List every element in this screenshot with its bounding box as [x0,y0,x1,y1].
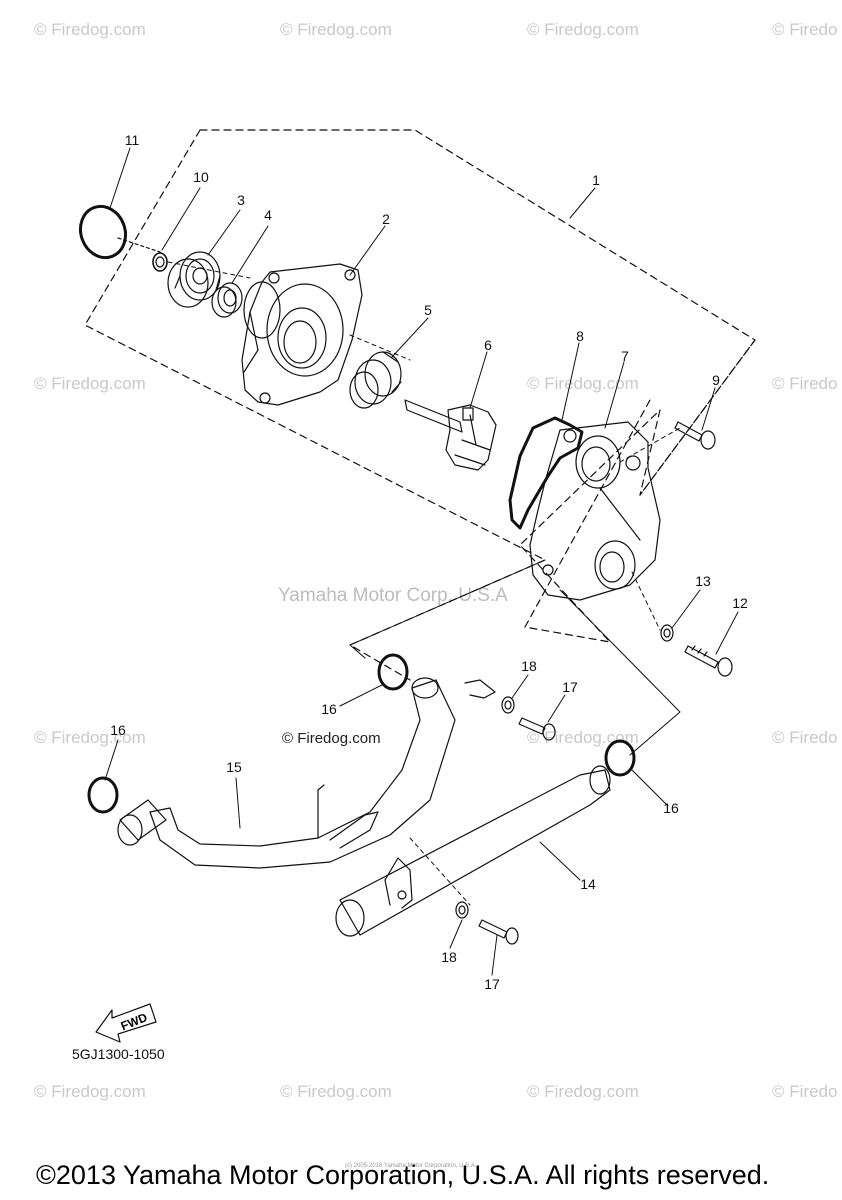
watermark: © Firedo [772,20,838,39]
long-bolt [684,645,733,677]
fwd-arrow-icon [95,1003,157,1043]
callout-8: 8 [576,328,584,344]
callout-11: 11 [124,132,140,148]
watermark: © Firedog.com [34,1082,146,1101]
watermark: © Firedog.com [34,374,146,393]
callout-17: 17 [562,679,578,695]
cover-bolt [674,421,716,450]
assembly-boundary [639,339,756,496]
callout-1: 1 [592,172,600,188]
part-code: 5GJ1300-1050 [72,1046,165,1062]
callout-16: 16 [321,701,337,717]
watermark: © Firedo [772,1082,838,1101]
assembly-boundary [199,129,756,643]
firedog-label: © Firedog.com [282,730,381,747]
callout-6: 6 [484,337,492,353]
watermark: © Firedog.com [34,728,146,747]
callout-3: 3 [237,192,245,208]
callout-14: 14 [580,876,596,892]
water-pipe-upper [117,677,496,869]
callout-9: 9 [712,372,720,388]
fine-print: (c) 2005-2016 Yamaha Motor Corporation, … [345,1163,477,1169]
o-ring [78,204,128,260]
watermark: © Firedog.com [527,20,639,39]
assembly-boundary [84,129,546,681]
callout-4: 4 [264,207,272,223]
callout-16: 16 [110,722,126,738]
bearing [167,251,221,308]
callout-2: 2 [382,211,390,227]
watermark: © Firedog.com [527,1082,639,1101]
callout-12: 12 [732,595,748,611]
callout-18: 18 [521,658,537,674]
bolt [478,919,519,945]
callout-15: 15 [226,759,242,775]
bolt [518,717,556,741]
copyright-notice: ©2013 Yamaha Motor Corporation, U.S.A. A… [36,1160,770,1190]
o-ring [377,653,409,691]
washer [455,901,469,919]
watermark: © Firedo [772,728,838,747]
callout-18: 18 [441,949,457,965]
gasket [508,416,584,530]
callout-7: 7 [621,348,629,364]
washer [501,696,515,714]
callout-17: 17 [484,976,500,992]
watermark: © Firedog.com [34,20,146,39]
watermark: © Firedo [772,374,838,393]
watermark: © Firedog.com [280,1082,392,1101]
oil-seal [211,282,243,318]
o-ring [604,739,636,777]
circlip [152,252,168,272]
o-ring [87,776,119,814]
water-pipe-lower [335,765,611,937]
callout-16: 16 [663,800,679,816]
watermark: © Firedog.com [527,374,639,393]
callout-10: 10 [193,169,209,185]
pump-housing [241,263,363,406]
callout-5: 5 [424,302,432,318]
mechanical-seal [349,351,402,409]
callout-13: 13 [695,573,711,589]
impeller-shaft [404,399,497,471]
watermark: © Firedog.com [280,20,392,39]
pump-cover [529,421,661,601]
washer [660,624,674,642]
